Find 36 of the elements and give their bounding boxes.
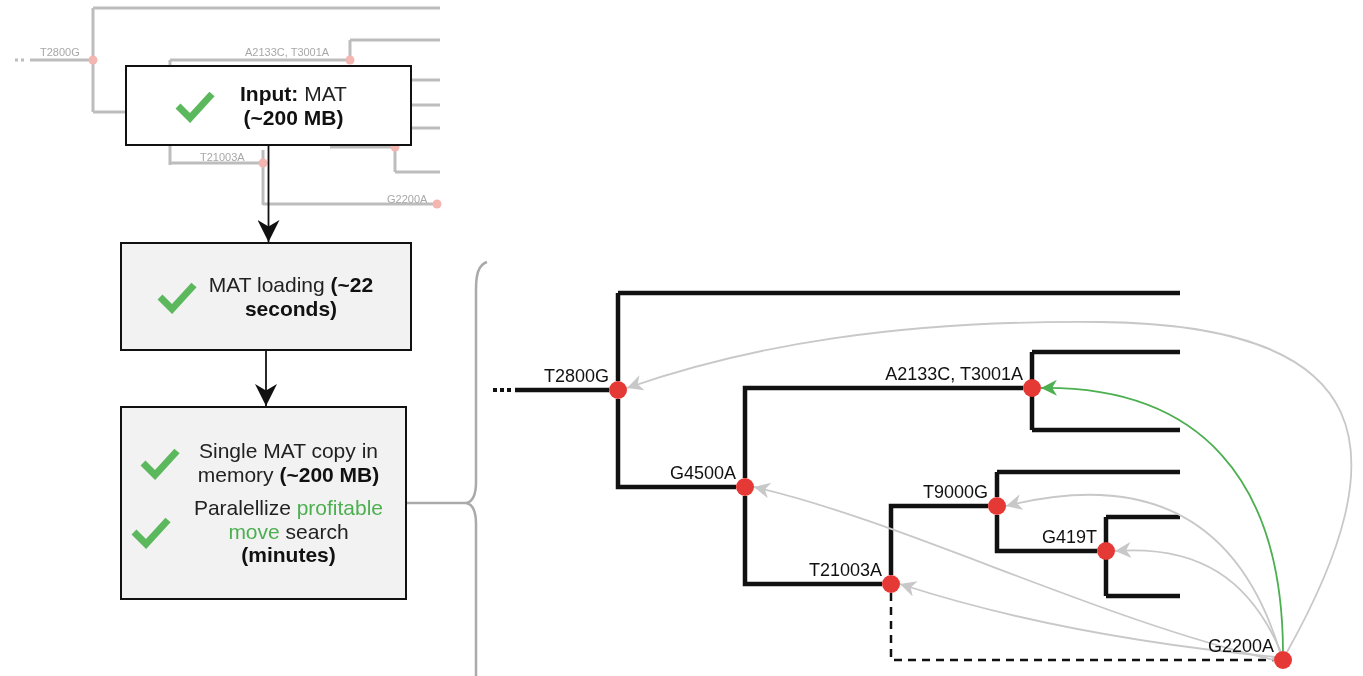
mutation-label: G4500A — [669, 463, 736, 484]
node-dot — [736, 478, 754, 496]
arrow — [257, 145, 280, 243]
mutation-label: G419T — [1041, 527, 1097, 548]
arrow — [1005, 494, 1281, 653]
box-text: MAT loading (~22 seconds) — [207, 273, 375, 320]
tree-branch — [615, 399, 736, 490]
box-text: Single MAT copy in memory (~200 MB) — [196, 439, 381, 487]
tree-branch — [888, 503, 988, 575]
process-box — [120, 406, 407, 600]
mutation-label: T2800G — [40, 46, 80, 58]
node-dot — [1097, 542, 1115, 560]
process-box — [125, 65, 412, 146]
mutation-label: A2133C, T3001A — [885, 364, 1023, 385]
node-dot — [882, 575, 900, 593]
mutation-label: G2200A — [1207, 636, 1274, 657]
arrow — [626, 321, 1352, 653]
arrow — [255, 350, 277, 407]
mutation-label: T2800G — [543, 366, 609, 387]
node-dot — [988, 497, 1006, 515]
box-text: Paralellize profitable move search (minutes) — [192, 496, 385, 567]
mutation-label: T21003A — [808, 560, 882, 581]
mutation-label: T9000G — [922, 482, 988, 503]
box-text: Input: MAT (~200 MB) — [239, 82, 348, 129]
node-dot — [609, 381, 627, 399]
arrow — [1114, 542, 1282, 653]
process-box — [120, 242, 412, 351]
tree-branch — [742, 496, 882, 587]
arrow — [753, 483, 1275, 661]
arrow — [899, 581, 1276, 658]
tree-branch — [994, 515, 1097, 554]
arrow — [1040, 380, 1284, 652]
node-dot — [1274, 651, 1292, 669]
node-dot — [1023, 379, 1041, 397]
tree-branch — [742, 385, 1023, 478]
mutation-label: G2200A — [387, 193, 428, 205]
